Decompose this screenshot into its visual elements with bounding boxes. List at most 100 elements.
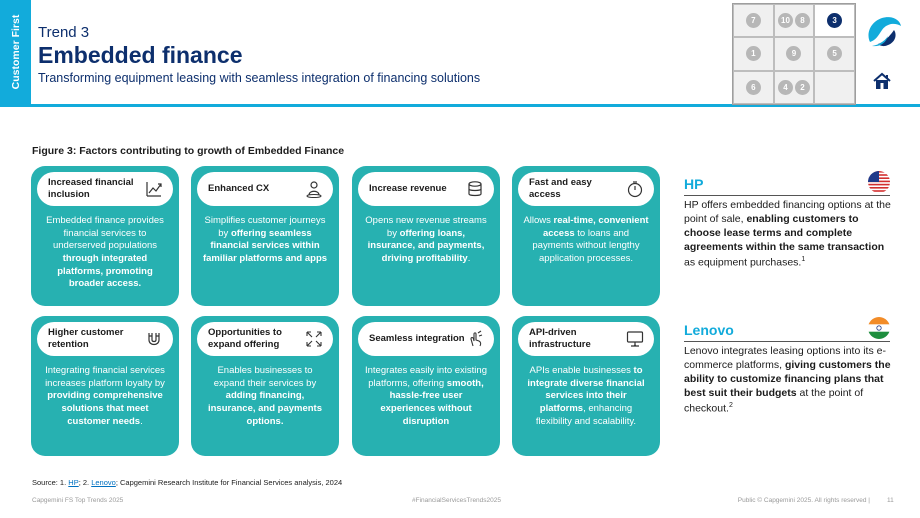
factor-card-text: Allows <box>523 215 554 226</box>
india-flag-icon <box>868 317 890 339</box>
factor-card-text: Enables businesses to expand their servi… <box>213 365 317 389</box>
footer-copyright: Public © Capgemini 2025. All rights rese… <box>737 497 870 504</box>
factor-card-text: offering loans, insurance, and payments,… <box>367 227 485 264</box>
side-tab: Customer First <box>0 0 31 104</box>
factor-card-text: , enhancing flexibility and scalability. <box>535 402 637 427</box>
factor-card-text: to loans and payments without lengthy ap… <box>532 227 640 264</box>
factor-card-text: offering seamless financial services wit… <box>202 227 328 264</box>
case-study-text: HP offers embedded financing options at … <box>684 199 894 270</box>
us-flag-icon <box>868 171 890 193</box>
nav-trend-7[interactable]: 7 <box>745 13 761 29</box>
source-mid: ; 2. <box>78 478 92 487</box>
database-coins-icon <box>468 181 482 197</box>
factor-card-text: APIs enable businesses <box>529 365 634 376</box>
factor-card-text: to integrate diverse financial services … <box>527 365 645 414</box>
magnet-icon <box>148 333 160 346</box>
factor-card-text: real-time, convenient access <box>542 215 649 239</box>
factor-card-header: Higher customer retention <box>37 322 173 356</box>
page-subtitle: Transforming equipment leasing with seam… <box>38 71 481 85</box>
factor-card-title: Fast and easy access <box>529 177 592 200</box>
factor-card-text: providing comprehensive solutions that m… <box>47 390 163 427</box>
case-study-text-segment: as equipment purchases. <box>684 256 802 269</box>
nav-trend-6[interactable]: 6 <box>745 79 761 95</box>
home-icon[interactable] <box>872 72 892 90</box>
factor-card-title: API-driven infrastructure <box>529 327 591 350</box>
factor-card-text: . <box>467 252 471 264</box>
factor-card-text: adding financing, insurance, and payment… <box>207 390 323 427</box>
user-location-icon <box>306 181 322 198</box>
source-link-lenovo[interactable]: Lenovo <box>91 478 116 487</box>
case-study-divider <box>684 341 890 342</box>
figure-title: Figure 3: Factors contributing to growth… <box>32 145 345 157</box>
factor-card-header: Increase revenue <box>358 172 494 206</box>
source-suffix: ; Capgemini Research Institute for Finan… <box>115 478 343 487</box>
nav-cell <box>814 70 855 104</box>
nav-cell[interactable]: 5 <box>814 37 855 71</box>
factor-card-text: Simplifies customer journeys by <box>204 215 326 239</box>
side-tab-label: Customer First <box>9 14 22 90</box>
factor-card-header: Opportunities to expand offering <box>197 322 333 356</box>
nav-trend-10[interactable]: 10 <box>777 13 793 29</box>
factor-card-header: Increased financial inclusion <box>37 172 173 206</box>
case-study-text: Lenovo integrates leasing options into i… <box>684 345 894 416</box>
factor-card-body: Integrates easily into existing platform… <box>362 365 490 428</box>
nav-cell[interactable]: 6 <box>733 70 774 104</box>
source-prefix: Source: 1. <box>32 478 69 487</box>
expand-arrows-icon <box>306 331 322 347</box>
factor-card-title: Increase revenue <box>369 183 447 195</box>
chart-growth-icon <box>146 182 162 197</box>
nav-trend-4[interactable]: 4 <box>777 79 793 95</box>
capgemini-logo-icon <box>868 17 901 47</box>
case-study-title: Lenovo <box>684 322 734 338</box>
footer-hashtag: #FinancialServicesTrends2025 <box>412 497 502 504</box>
factor-card-text: Integrating financial services increases… <box>45 365 165 389</box>
nav-cell[interactable]: 9 <box>773 37 815 71</box>
factor-card-text: Integrates easily into existing platform… <box>365 365 487 389</box>
case-study-text-segment: HP offers embedded financing options at … <box>684 199 891 225</box>
factor-card-title: Higher customer retention <box>48 327 124 350</box>
factor-card-title: Opportunities to expand offering <box>208 327 282 350</box>
case-study-text-segment: giving customers the ability to customiz… <box>684 358 891 399</box>
case-study-text-segment: at the point of checkout. <box>684 386 864 415</box>
header-divider <box>0 104 920 107</box>
factor-card-title: Enhanced CX <box>208 183 270 195</box>
nav-cell[interactable]: 1 <box>733 37 774 71</box>
page-number: 11 <box>887 497 894 504</box>
footnote-marker: 2 <box>728 401 733 409</box>
nav-trend-2[interactable]: 2 <box>794 79 810 95</box>
nav-trend-5[interactable]: 5 <box>827 46 843 62</box>
factor-card-header: API-driven infrastructure <box>518 322 654 356</box>
factor-card-text: Opens new revenue streams by <box>365 215 487 239</box>
nav-cell[interactable]: 7 <box>733 4 774 38</box>
nav-trend-3[interactable]: 3 <box>827 13 843 29</box>
page-title: Embedded finance <box>38 42 243 68</box>
factor-card-text: smooth, hassle-free user experiences wit… <box>380 377 484 427</box>
factor-card-text: Embedded finance provides financial serv… <box>46 215 164 252</box>
footer-report-name: Capgemini FS Top Trends 2025 <box>32 497 124 504</box>
monitor-api-icon <box>626 331 644 347</box>
source-link-hp[interactable]: HP <box>68 478 79 487</box>
footnote-marker: 1 <box>801 255 806 263</box>
factor-card-header: Enhanced CX <box>197 172 333 206</box>
factor-card-body: Opens new revenue streams by offering lo… <box>362 215 490 266</box>
case-study-title: HP <box>684 176 704 192</box>
factor-card: Enhanced CX Simplifies customer journeys … <box>191 166 339 306</box>
nav-trend-9[interactable]: 9 <box>786 46 802 62</box>
nav-trend-1[interactable]: 1 <box>745 46 761 62</box>
nav-cell[interactable]: 3 <box>814 4 855 38</box>
factor-card-title: Seamless integration <box>369 333 465 345</box>
factor-card-body: APIs enable businesses to integrate dive… <box>522 365 650 428</box>
nav-trend-8[interactable]: 8 <box>794 13 810 29</box>
stopwatch-icon <box>627 181 643 198</box>
factor-card-text: . <box>140 415 143 427</box>
factor-card-title: Increased financial inclusion <box>48 177 134 200</box>
factor-card-body: Embedded finance provides financial serv… <box>41 215 169 291</box>
